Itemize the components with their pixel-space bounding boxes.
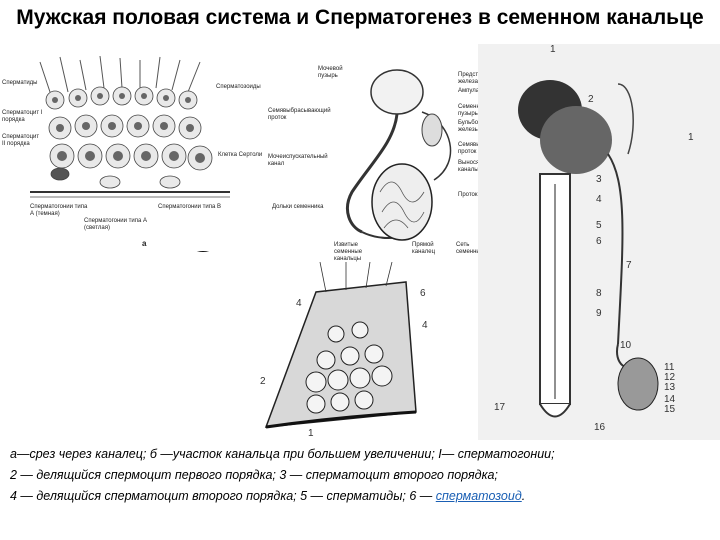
label-bladder: Мочевой пузырь [318,66,358,80]
label-ejaculatory-duct: Семявыбрасывающий проток [268,108,328,122]
caption-line-2: 2 — делящийся спермоцит первого порядка;… [10,465,715,486]
system-number-7: 7 [626,260,632,271]
tubule-number-4-right: 4 [422,320,428,331]
system-number-6: 6 [596,236,602,247]
system-number-10: 10 [620,340,631,351]
caption-line-3: 4 — делящийся сперматоцит второго порядк… [10,486,715,507]
label-spermatocyte-2: Сперматоцит II порядка [2,134,44,148]
system-number-2: 2 [588,94,594,105]
label-ampulla: Ампула [458,88,479,95]
label-testis-lobules: Дольки семенника [272,204,328,211]
label-spermatocyte-1: Сперматоцит I порядка [2,110,44,124]
label-spermatogonia-b: Сперматогонии типа В [158,204,238,211]
tubule-section-figure: 4 6 4 2 1 [256,262,436,442]
system-number-15: 15 [664,404,675,415]
figure-caption: а—срез через каналец; б —участок канальц… [10,444,715,507]
caption-line-3-suffix: . [522,489,525,503]
system-number-9: 9 [596,308,602,319]
label-sertoli-cell: Клетка Сертоли [218,152,266,159]
caption-line-3-prefix: 4 — делящийся сперматоцит второго порядк… [10,489,436,503]
tubule-number-1: 1 [308,428,314,439]
label-urethra: Мочеиспускательный канал [268,154,332,168]
tubule-number-6: 6 [420,288,426,299]
panel-letter-a: а [142,240,146,247]
system-number-13: 13 [664,382,675,393]
system-number-16: 16 [594,422,605,433]
label-convoluted-tubules: Извитые семенные канальцы [334,242,378,262]
page-title: Мужская половая система и Сперматогенез … [0,4,720,31]
tubule-number-4-top: 4 [296,298,302,309]
male-reproductive-diagram: Мочевой пузырь Семявыбрасывающий проток … [262,52,512,262]
system-number-4: 4 [596,194,602,205]
system-number-3: 3 [596,174,602,185]
system-number-17: 17 [494,402,505,413]
system-number-8: 8 [596,288,602,299]
label-spermatozoa: Сперматозоиды [216,84,261,91]
system-number-1-top: 1 [550,44,556,55]
label-straight-tubule: Прямой каналец [412,242,452,256]
tubule-section-drawing [256,262,436,442]
system-number-1-right: 1 [688,132,694,143]
spermatozoid-link[interactable]: сперматозоид [436,489,522,503]
male-system-numbered-figure: 1 2 1 3 4 5 6 7 8 9 10 11 12 13 14 15 16… [478,44,720,440]
tubule-number-2: 2 [260,376,266,387]
seminiferous-epithelium-figure: Сперматиды Сперматозоиды Сперматоцит I п… [0,52,272,252]
label-spermatids: Сперматиды [2,80,38,87]
label-spermatogonia-a-light: Сперматогонии типа А (светлая) [84,218,148,232]
caption-line-1: а—срез через каналец; б —участок канальц… [10,444,715,465]
label-spermatogonia-a-dark: Сперматогонии типа А (темная) [30,204,90,218]
system-number-5: 5 [596,220,602,231]
